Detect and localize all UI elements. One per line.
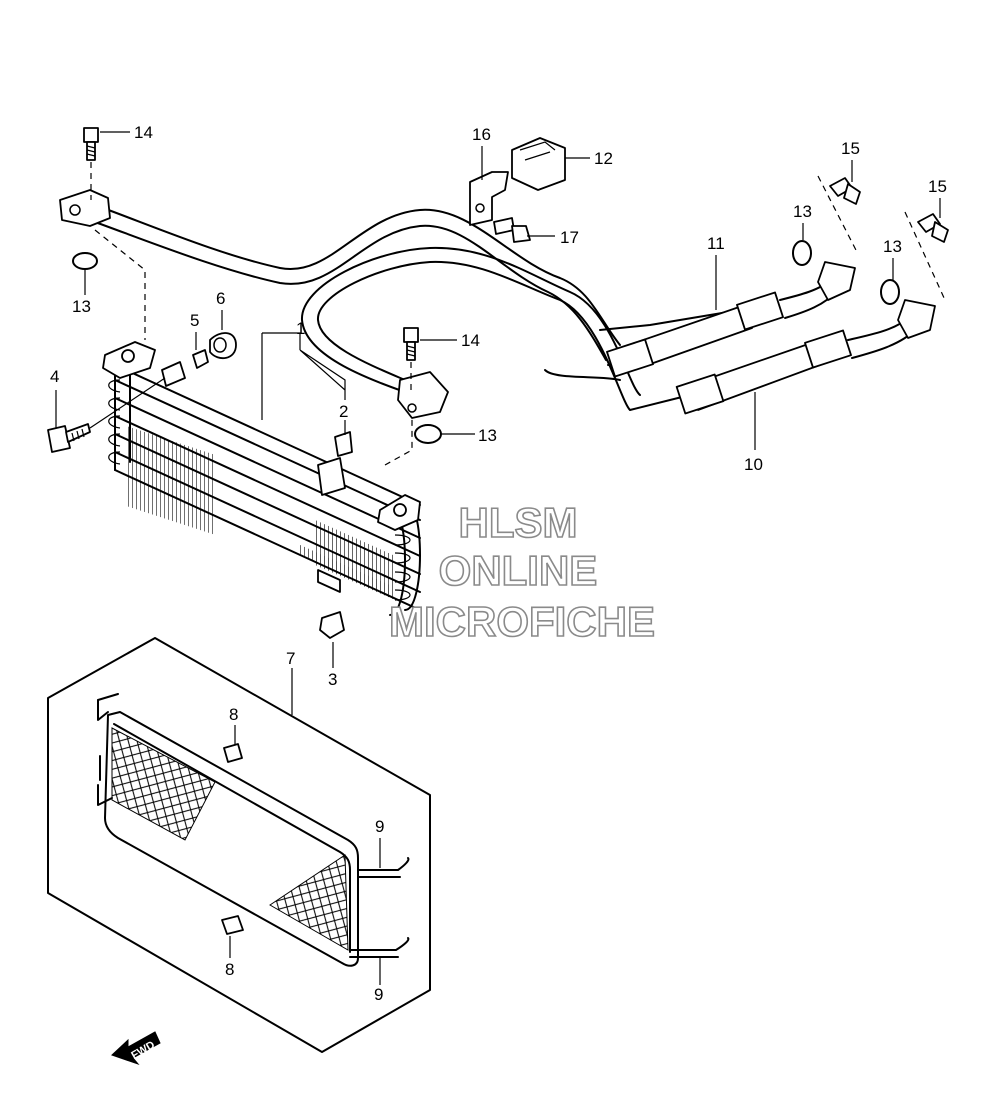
hose-11: [606, 261, 856, 378]
part-5-collar: [192, 349, 209, 369]
callout-14-middle: 14: [461, 331, 480, 350]
cooler-inlet-fitting-left: [102, 341, 156, 379]
callout-11: 11: [707, 234, 725, 253]
callout-16: 16: [472, 125, 491, 144]
callout-13-middle: 13: [478, 426, 497, 445]
bolt-17: [493, 217, 531, 243]
callout-3: 3: [328, 670, 337, 689]
o-ring-13-upper-right: [792, 240, 812, 266]
callout-7: 7: [286, 649, 295, 668]
watermark: HLSM ONLINE MICROFICHE: [388, 498, 656, 646]
callout-6: 6: [216, 289, 225, 308]
callout-2: 2: [339, 402, 348, 421]
callout-8-lower: 8: [225, 960, 234, 979]
callout-13-upper-right: 13: [793, 202, 812, 221]
clip-8-upper: [223, 743, 243, 763]
fwd-arrow-icon: FWD: [111, 1031, 161, 1066]
callout-15-lower: 15: [928, 177, 947, 196]
bracket-16: [469, 171, 509, 226]
cooler-mount-bracket: [161, 361, 346, 593]
callout-9-lower: 9: [374, 985, 383, 1004]
bolt-15-upper: [829, 177, 861, 205]
oil-pipe-lower: [300, 246, 691, 411]
watermark-line-1: HLSM: [459, 499, 578, 546]
callout-10: 10: [744, 455, 763, 474]
callout-14-upper: 14: [134, 123, 153, 142]
part-2-clip: [334, 431, 353, 457]
callout-13-left: 13: [72, 297, 91, 316]
guard-panel-outline: [47, 637, 431, 1053]
bolt-14-middle: [403, 327, 419, 390]
wire-9-lower: [349, 937, 410, 958]
clip-8-lower: [221, 915, 244, 935]
part-4-bolt: [47, 377, 166, 453]
callout-labels: 1 2 3 4 5 6 7 8 8 9 9 10 11 12 13 13 13 …: [50, 123, 947, 1004]
part-3-clip: [319, 611, 345, 639]
callout-8-upper: 8: [229, 705, 238, 724]
cushion-12: [511, 137, 566, 191]
callout-5: 5: [190, 311, 199, 330]
callout-9-upper: 9: [375, 817, 384, 836]
callout-17: 17: [560, 228, 579, 247]
pipe-flange-left: [59, 189, 111, 227]
bolt-14-upper: [83, 127, 99, 200]
o-ring-13-lower-right: [880, 279, 900, 305]
pipe-flange-middle: [397, 371, 449, 419]
hose-10: [675, 299, 936, 415]
callout-4: 4: [50, 367, 59, 386]
o-ring-13-middle: [414, 424, 442, 444]
watermark-line-3: MICROFICHE: [389, 598, 655, 645]
fwd-label: FWD: [129, 1039, 157, 1062]
callout-15-upper: 15: [841, 139, 860, 158]
cooler-guard-screen: [97, 693, 359, 967]
callout-13-lower-right: 13: [883, 237, 902, 256]
oil-cooler-core: [108, 359, 421, 616]
wire-9-upper: [357, 857, 410, 878]
callout-12: 12: [594, 149, 613, 168]
watermark-line-2: ONLINE: [439, 547, 598, 594]
callout-1: 1: [296, 319, 305, 338]
leader-lines: [55, 131, 946, 985]
bolt-15-lower: [917, 213, 949, 243]
o-ring-13-left: [72, 252, 98, 270]
part-6-grommet: [209, 332, 237, 360]
cooler-outlet-fitting-right: [377, 494, 421, 531]
